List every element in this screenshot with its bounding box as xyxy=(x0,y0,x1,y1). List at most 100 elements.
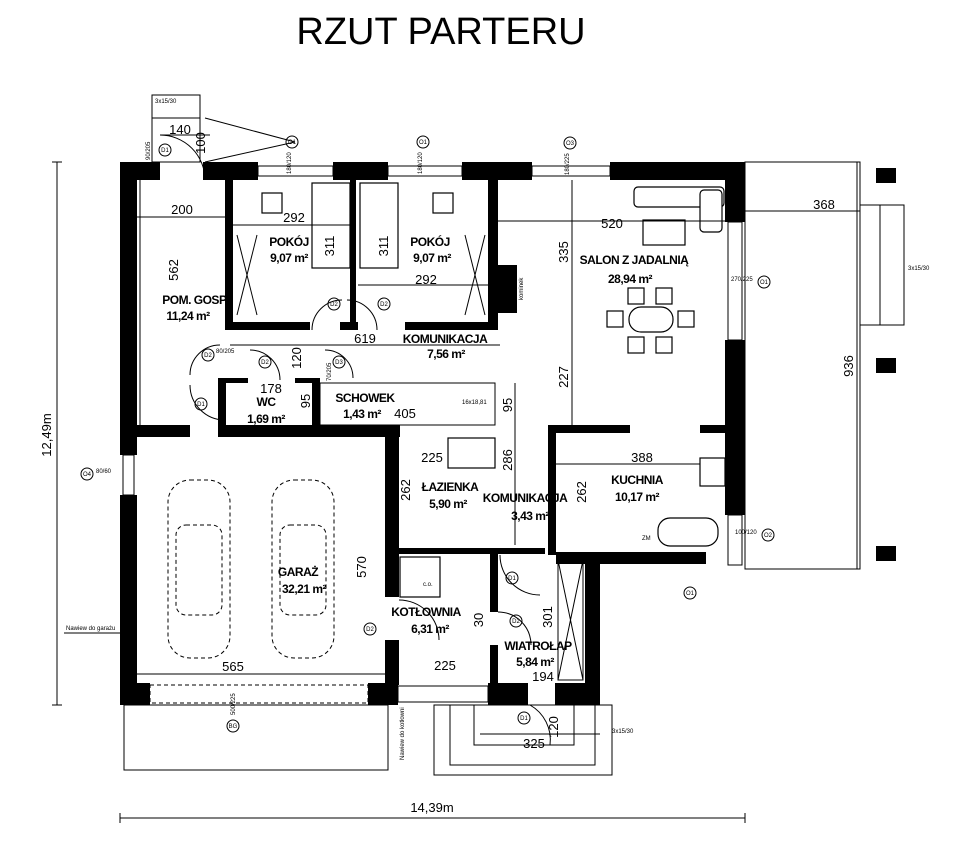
notes-co: c.o. xyxy=(423,582,433,588)
notes-zm: ZM xyxy=(642,536,651,542)
garage-vent-note: Nawiew do garażu xyxy=(66,626,115,632)
markers-o3_size: 180/225 xyxy=(565,153,571,175)
room-area: 9,07 m² xyxy=(413,251,451,265)
overall-dimensions: 12,49m 14,39m xyxy=(39,161,746,823)
markers-o3: O3 xyxy=(566,141,575,147)
markers-d2: D2 xyxy=(204,353,212,359)
dining-table xyxy=(628,306,674,333)
room-area: 6,31 m² xyxy=(411,622,449,636)
coffee-table xyxy=(642,219,686,246)
room-name: KUCHNIA xyxy=(611,473,664,487)
dimensions-d565: 565 xyxy=(222,659,244,674)
windows xyxy=(122,165,743,704)
markers-bg: BG xyxy=(229,724,238,730)
stair-step-label: 3x15/30 xyxy=(908,266,930,272)
room-area: 11,24 m² xyxy=(166,309,210,323)
window-marker-o1-right: O1 270/225 xyxy=(731,275,771,289)
markers-d1: D1 xyxy=(197,402,205,408)
room-area: 3,43 m² xyxy=(511,509,549,523)
dimensions-d619: 619 xyxy=(354,331,376,346)
dimensions-d262a: 262 xyxy=(398,479,413,501)
dimensions-d335: 335 xyxy=(556,241,571,263)
sink xyxy=(657,517,719,547)
dimensions-d292a: 292 xyxy=(283,210,305,225)
dimensions-d225a: 225 xyxy=(421,450,443,465)
room-area: 5,84 m² xyxy=(516,655,554,669)
markers-d2: D2 xyxy=(261,360,269,366)
door-marker-d2: D2 xyxy=(377,297,391,311)
markers-d1: D1 xyxy=(520,716,528,722)
dimension-labels: 140 100 200 562 292 292 311 311 619 120 … xyxy=(137,122,860,751)
markers-d1: D1 xyxy=(508,576,516,582)
markers-o1: O1 xyxy=(288,140,297,146)
dimensions-d140: 140 xyxy=(169,122,191,137)
markers-o2: O2 xyxy=(764,533,773,539)
markers-d3_size: 70/205 xyxy=(327,362,333,381)
notes-kominek: kominek xyxy=(519,277,525,300)
dimensions-d368: 368 xyxy=(813,197,835,212)
markers-o2_size: 100/120 xyxy=(735,530,757,536)
sofa xyxy=(699,189,723,233)
room-area: 1,43 m² xyxy=(343,407,381,421)
dimensions-d120a: 120 xyxy=(289,347,304,369)
markers-o1: O1 xyxy=(760,280,769,286)
room-name: KOMUNIKACJA xyxy=(403,332,488,346)
markers-d2: D2 xyxy=(366,627,374,633)
room-name: POKÓJ xyxy=(410,234,450,249)
markers-o4_size: 80/60 xyxy=(96,469,112,475)
markers-d2_size: 80/205 xyxy=(216,349,235,355)
markers-o1_size: 180/120 xyxy=(287,152,293,174)
terrace-pillar xyxy=(876,168,896,183)
furniture: 16x18,81 ZM c.o. kominek xyxy=(167,182,726,681)
room-name: POM. GOSP. xyxy=(162,293,228,307)
bed xyxy=(359,182,399,269)
dimensions-d570: 570 xyxy=(354,556,369,578)
total-height-label: 12,49m xyxy=(39,413,54,456)
terrace-pillar xyxy=(876,546,896,561)
room-area: 5,90 m² xyxy=(429,497,467,511)
room-area: 7,56 m² xyxy=(427,347,465,361)
terrace-pillar xyxy=(876,358,896,373)
room-name: GARAŻ xyxy=(278,564,318,579)
markers-bg_size: 500/225 xyxy=(231,693,237,715)
garage-door-marker: BG 500/225 xyxy=(226,693,240,733)
room-name: ŁAZIENKA xyxy=(422,480,479,494)
markers-o4: O4 xyxy=(83,472,92,478)
markers-o1: O1 xyxy=(686,591,695,597)
markers-o1_size: 180/120 xyxy=(418,152,424,174)
door-marker-d1: D1 xyxy=(194,397,208,411)
chair xyxy=(432,192,454,214)
dimensions-d200: 200 xyxy=(171,202,193,217)
room-name: WC xyxy=(257,395,277,409)
markers-d3: D3 xyxy=(335,360,343,366)
room-area: 1,69 m² xyxy=(247,412,285,426)
dimensions-d562: 562 xyxy=(166,259,181,281)
car xyxy=(167,479,231,659)
dimensions-d520: 520 xyxy=(601,216,623,231)
window-marker-o1-bottom: O1 xyxy=(683,586,697,600)
dimensions-d325: 325 xyxy=(523,736,545,751)
room-area: 9,07 m² xyxy=(270,251,308,265)
dimensions-d227: 227 xyxy=(556,366,571,388)
stairs xyxy=(319,382,496,426)
dimensions-d936: 936 xyxy=(841,355,856,377)
dimensions-d405: 405 xyxy=(394,406,416,421)
dimensions-d292b: 292 xyxy=(415,272,437,287)
door-marker-d2: D2 xyxy=(258,355,272,369)
dimensions-d311b: 311 xyxy=(376,236,391,257)
room-area: 28,94 m² xyxy=(608,272,653,286)
markers-o1r_size: 270/225 xyxy=(731,277,753,283)
window-marker-o3: O3 180/225 xyxy=(563,136,577,175)
dimensions-d286: 286 xyxy=(500,449,515,471)
markers-d1_size: 90/205 xyxy=(146,141,152,160)
room-area: 10,17 m² xyxy=(615,490,660,504)
walls xyxy=(120,162,745,705)
plan-title: RZUT PARTERU xyxy=(296,11,585,53)
dimensions-d100: 100 xyxy=(193,132,208,154)
room-area: 32,21 m² xyxy=(282,582,327,596)
door-marker-d2: D2 xyxy=(363,622,377,636)
